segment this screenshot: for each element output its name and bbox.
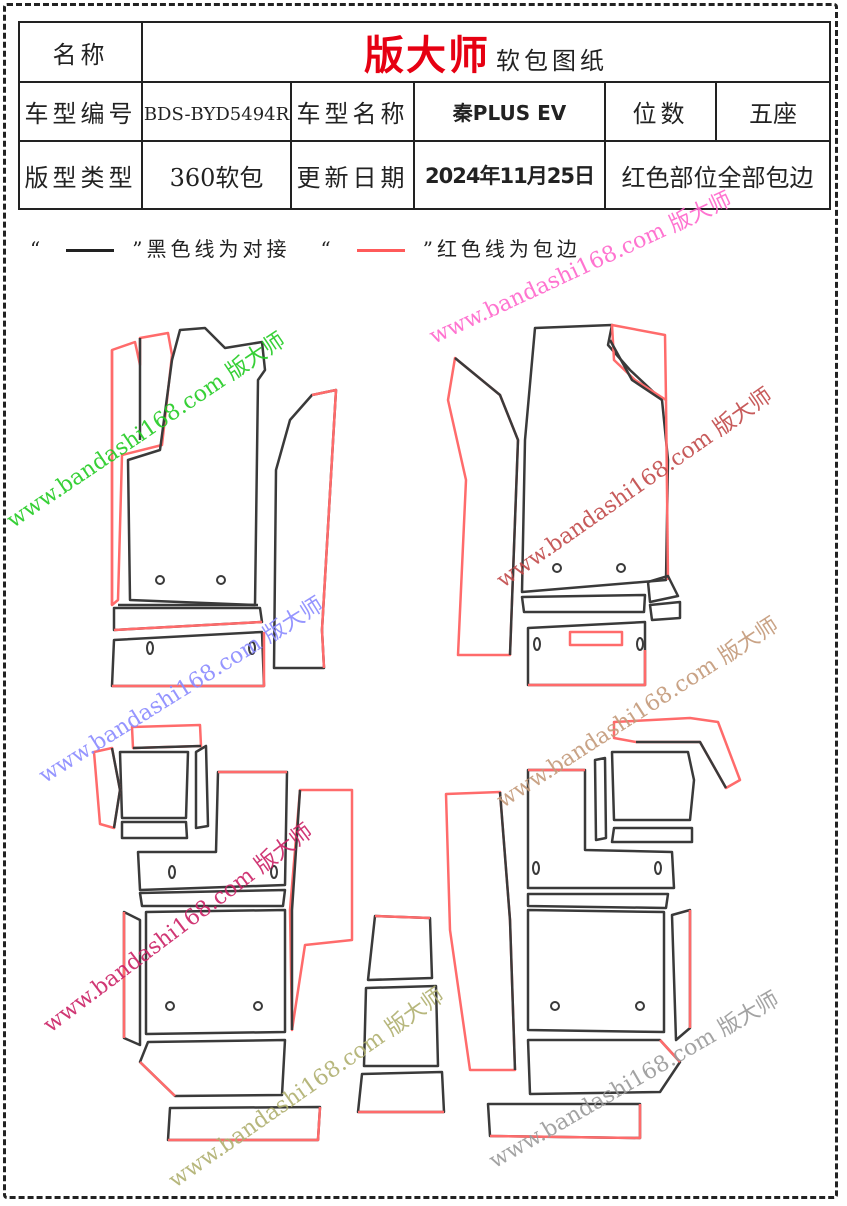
legend-red-line xyxy=(356,249,405,252)
legend: “”黑色线为对接“”红色线为包边 xyxy=(30,233,581,262)
rear-right-mat-main xyxy=(526,908,692,1042)
info-table: 名称 版大师软包图纸 车型编号 BDS-BYD5494R 车型名称 秦PLUS … xyxy=(18,21,832,210)
front-right-side-panel xyxy=(446,356,520,657)
rear-right-mat-upper xyxy=(526,768,676,910)
model-code: BDS-BYD5494R xyxy=(141,81,292,142)
legend-red-text: 红色线为包边 xyxy=(436,237,581,261)
rear-left-side-panel xyxy=(288,788,354,1032)
pattern-type-label: 版型类型 xyxy=(18,140,143,210)
front-right-strip xyxy=(520,574,682,622)
front-right-mat xyxy=(520,323,670,594)
legend-quote: ” xyxy=(132,237,147,261)
model-name-label: 车型名称 xyxy=(290,81,415,142)
rear-left-top-pieces xyxy=(92,723,210,840)
front-left-heel xyxy=(110,630,266,688)
name-label-cell: 名称 xyxy=(18,21,143,83)
model-code-label: 车型编号 xyxy=(18,81,143,142)
rear-left-mat-main xyxy=(122,908,287,1047)
pattern-type: 360软包 xyxy=(141,140,292,210)
rear-left-heel xyxy=(138,1038,322,1142)
front-left-mat xyxy=(110,326,267,607)
legend-quote: ” xyxy=(422,237,437,261)
legend-black-text: 黑色线为对接 xyxy=(146,237,291,261)
seats-label: 位数 xyxy=(604,81,717,142)
name-label: 名称 xyxy=(52,40,109,69)
legend-quote: “ xyxy=(30,237,45,261)
legend-quote: “ xyxy=(320,237,335,261)
doc-type: 软包图纸 xyxy=(496,47,609,75)
edge-note: 红色部位全部包边 xyxy=(603,140,832,210)
legend-black-line xyxy=(66,249,115,252)
brand-title: 版大师 xyxy=(364,32,491,79)
front-right-heel xyxy=(526,620,647,687)
front-left-strip xyxy=(112,606,264,632)
rear-left-mat-upper xyxy=(136,770,289,908)
page-border xyxy=(3,3,838,1199)
rear-right-top-pieces xyxy=(593,716,742,844)
model-name: 秦PLUS EV xyxy=(413,81,606,142)
rear-right-side-panel xyxy=(444,790,517,1072)
seats-value: 五座 xyxy=(714,81,832,142)
center-tunnel-pieces xyxy=(356,914,446,1114)
rear-right-heel xyxy=(486,1038,682,1140)
title-cell: 版大师软包图纸 xyxy=(140,21,832,83)
update-label: 更新日期 xyxy=(290,140,415,210)
update-date: 2024年11月25日 xyxy=(413,140,606,210)
front-left-side-panel xyxy=(272,388,338,670)
